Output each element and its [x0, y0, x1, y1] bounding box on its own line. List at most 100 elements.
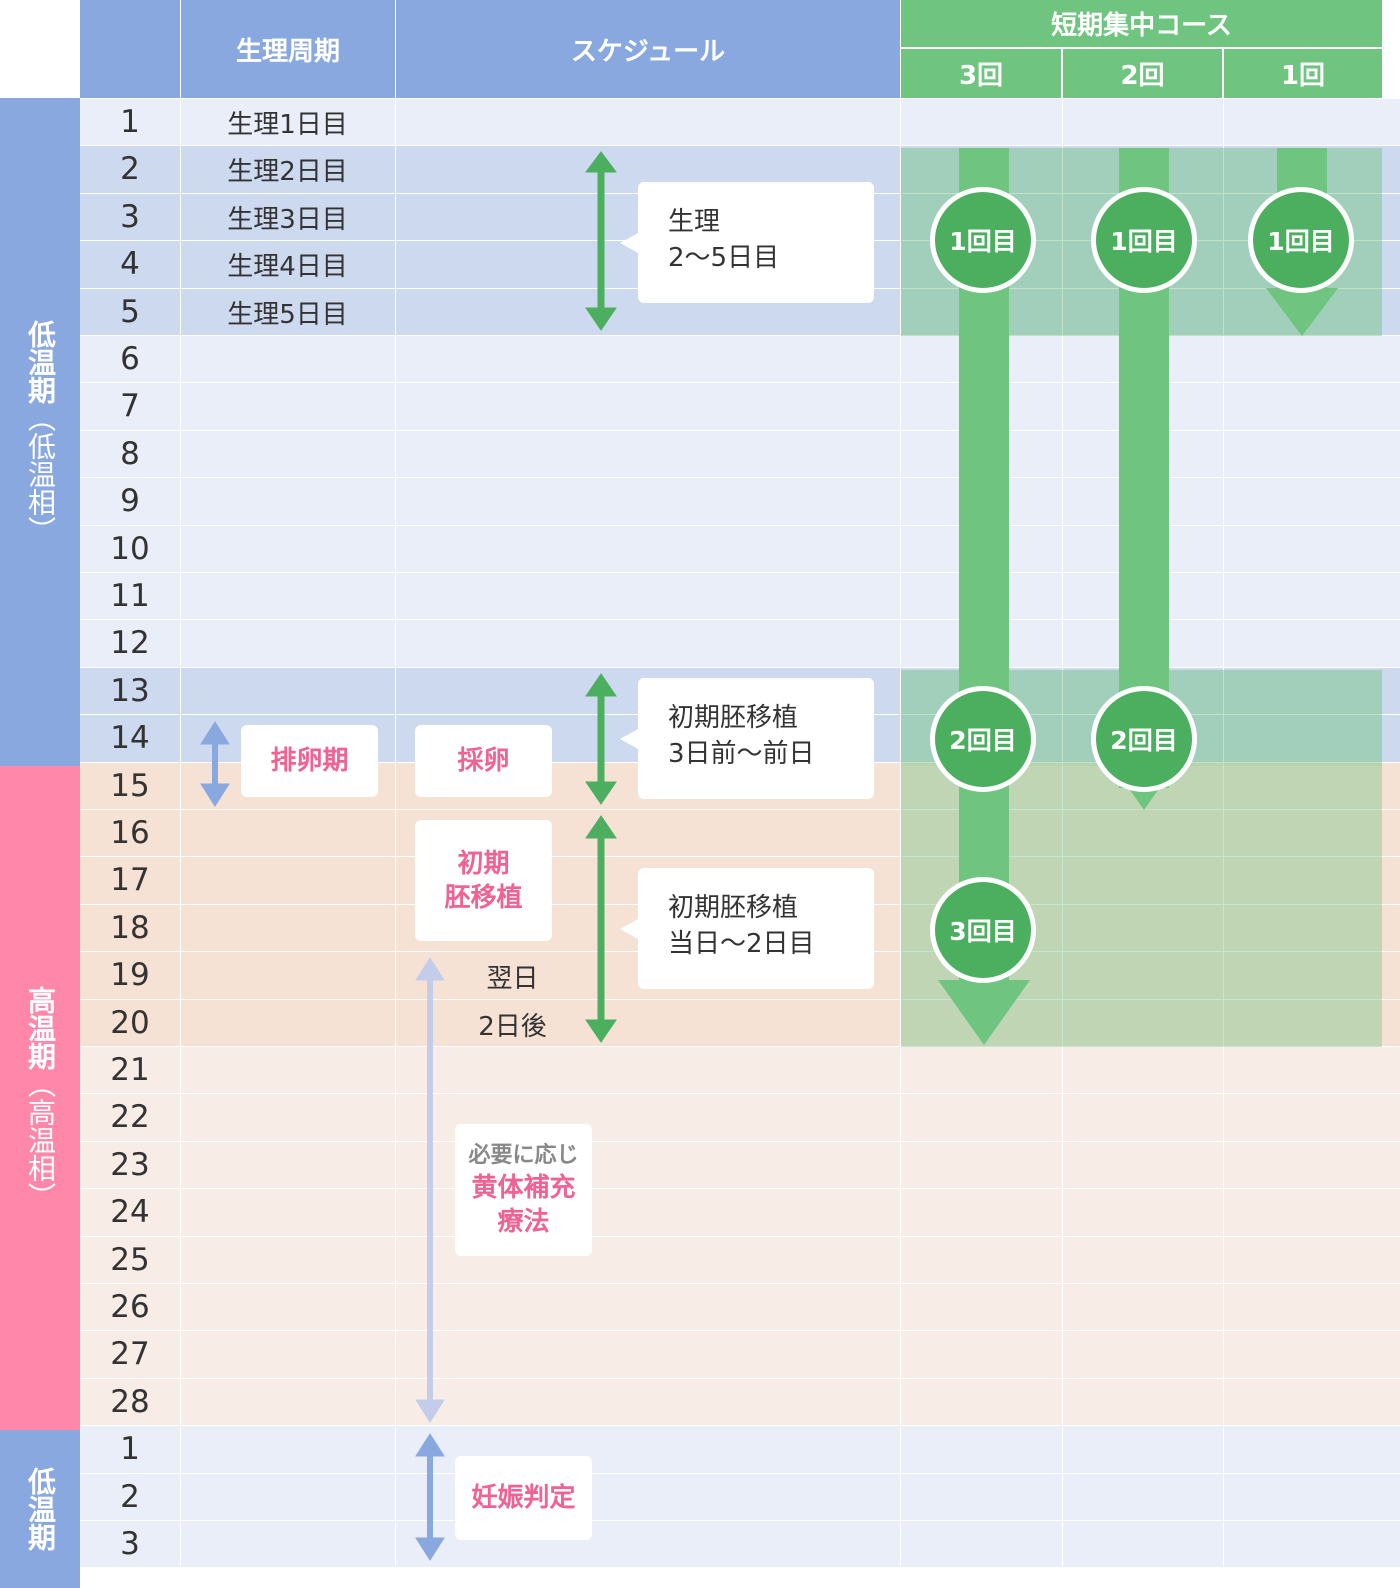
- column-divider: [180, 431, 181, 477]
- column-divider: [180, 1000, 181, 1046]
- column-divider: [900, 1047, 901, 1093]
- column-divider: [1223, 194, 1224, 240]
- day-number: 20: [110, 1005, 150, 1041]
- pregnancy-label: 妊娠判定: [471, 1483, 576, 1513]
- column-divider: [900, 952, 901, 999]
- column-divider: [395, 573, 396, 619]
- egg-retrieval-box: 採卵: [415, 725, 552, 797]
- day-row: [80, 1378, 1400, 1425]
- column-divider: [1062, 478, 1063, 525]
- column-divider: [180, 99, 181, 145]
- day-number: 15: [110, 768, 150, 804]
- column-divider: [180, 573, 181, 619]
- day-number: 23: [110, 1147, 150, 1183]
- column-divider: [180, 1142, 181, 1188]
- column-divider: [1062, 194, 1063, 240]
- phase-high-label: 高温期: [24, 986, 57, 1070]
- column-divider: [900, 1379, 901, 1425]
- column-divider: [180, 146, 181, 193]
- day-row: [80, 999, 1400, 1046]
- day-row: [80, 809, 1400, 856]
- day-number: 2: [120, 151, 140, 187]
- column-divider: [1062, 763, 1063, 809]
- day-number: 11: [110, 578, 150, 614]
- day-row: [80, 1330, 1400, 1378]
- pre-transfer-arrow-head-down: [585, 781, 617, 805]
- column-divider: [1223, 478, 1224, 525]
- menstruation-arrow-head-down: [585, 307, 617, 331]
- callout-menstruation: 生理 2～5日目: [620, 182, 874, 303]
- column-divider: [1223, 668, 1224, 714]
- column-divider: [180, 952, 181, 999]
- column-divider: [180, 1521, 181, 1567]
- day-row: [80, 1141, 1400, 1188]
- column-divider: [395, 336, 396, 382]
- column-divider: [900, 1521, 901, 1567]
- column-divider: [1062, 526, 1063, 572]
- day-number: 5: [120, 294, 140, 330]
- column-divider: [395, 241, 396, 288]
- column-divider: [1223, 1142, 1224, 1188]
- column-divider: [1223, 289, 1224, 335]
- course3-flow-end: [938, 980, 1030, 1045]
- column-divider: [1062, 1474, 1063, 1520]
- course3-visit3: 3回目: [930, 877, 1036, 983]
- header-course: 短期集中コース: [901, 0, 1382, 47]
- egg-retrieval-label: 採卵: [457, 746, 510, 776]
- column-divider: [1223, 952, 1224, 999]
- column-divider: [1062, 952, 1063, 999]
- column-divider: [395, 383, 396, 430]
- pre-transfer-arrow-head-up: [585, 673, 617, 697]
- day-number: 3: [120, 1526, 140, 1562]
- column-divider: [1062, 383, 1063, 430]
- day-number: 21: [110, 1052, 150, 1088]
- day-number: 22: [110, 1099, 150, 1135]
- column-divider: [180, 763, 181, 809]
- luteal-arrow-head-down: [415, 1399, 445, 1423]
- column-divider: [180, 668, 181, 714]
- column-divider: [180, 1094, 181, 1141]
- column-divider: [1223, 526, 1224, 572]
- day-row: [80, 619, 1400, 667]
- column-divider: [1062, 1142, 1063, 1188]
- column-divider: [900, 1000, 901, 1046]
- day-number: 25: [110, 1242, 150, 1278]
- cycle-label: 生理1日目: [227, 109, 348, 140]
- course2-visit1: 1回目: [1091, 187, 1197, 293]
- day-number: 7: [120, 388, 140, 424]
- column-divider: [900, 620, 901, 667]
- column-divider: [1223, 431, 1224, 477]
- column-divider: [1223, 1331, 1224, 1378]
- column-divider: [1062, 1237, 1063, 1283]
- day-number: 13: [110, 673, 150, 709]
- day-number: 17: [110, 862, 150, 898]
- course1-flow-end: [1266, 288, 1338, 336]
- column-divider: [1223, 905, 1224, 951]
- column-divider: [395, 289, 396, 335]
- day-number: 3: [120, 199, 140, 235]
- day-number: 28: [110, 1384, 150, 1420]
- column-divider: [395, 1189, 396, 1236]
- day-number: 14: [110, 720, 150, 756]
- column-divider: [1062, 99, 1063, 145]
- column-divider: [900, 289, 901, 335]
- column-divider: [395, 810, 396, 856]
- ovulation-label: 排卵期: [270, 746, 349, 776]
- phase-low-next-label: 低温期: [24, 1467, 57, 1551]
- column-divider: [1223, 146, 1224, 193]
- column-divider: [900, 431, 901, 477]
- column-divider: [395, 715, 396, 762]
- ovulation-box: 排卵期: [241, 725, 378, 797]
- column-divider: [1062, 1521, 1063, 1567]
- day-row: [80, 1236, 1400, 1283]
- column-divider: [900, 1189, 901, 1236]
- two-days-after-label: 2日後: [478, 1012, 547, 1042]
- column-divider: [1062, 1331, 1063, 1378]
- column-divider: [180, 1331, 181, 1378]
- column-divider: [395, 1521, 396, 1567]
- next-day-label: 翌日: [486, 964, 539, 994]
- column-divider: [395, 146, 396, 193]
- phase-low-label: 低温期: [24, 320, 57, 404]
- day-number: 1: [120, 1431, 140, 1467]
- pregnancy-arrow-head-down: [415, 1537, 445, 1561]
